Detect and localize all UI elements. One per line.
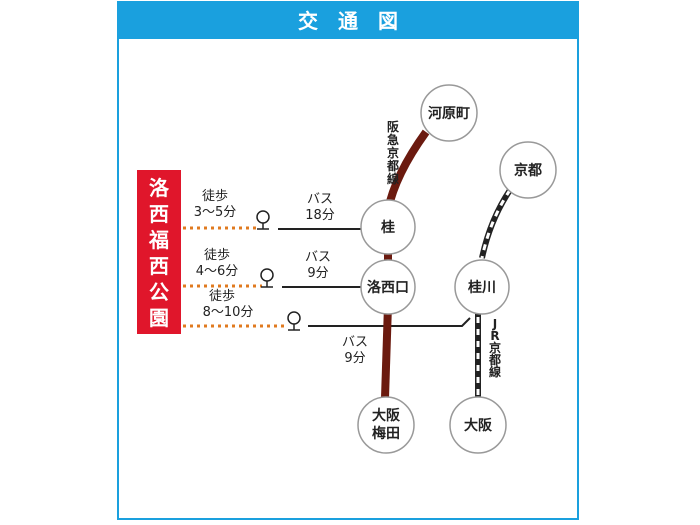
map-frame: 交通図 xyxy=(117,1,579,520)
bus-time: 9分 xyxy=(307,266,328,281)
page-title: 交通図 xyxy=(119,3,577,39)
destination-label: 洛西福西公園 xyxy=(148,176,170,330)
bus-label: バス xyxy=(307,192,333,207)
walk-label: 徒歩 xyxy=(204,248,230,263)
station-kawaramachi[interactable]: 河原町 xyxy=(420,84,478,142)
bus-line-3 xyxy=(308,317,471,327)
bus-stop-icon xyxy=(287,311,301,331)
walk-label: 徒歩 xyxy=(209,289,235,304)
svg-text:京都: 京都 xyxy=(514,162,542,179)
station-osaka[interactable]: 大阪 xyxy=(449,396,507,454)
bus-time: 9分 xyxy=(344,351,365,366)
station-katsuragawa[interactable]: 桂川 xyxy=(454,259,510,315)
walk-time: 8〜10分 xyxy=(203,305,254,320)
jr-line xyxy=(479,188,513,259)
walk-time: 3〜5分 xyxy=(194,205,237,220)
hankyu-line-label: 阪急京都線 xyxy=(386,120,400,186)
walk-time: 4〜6分 xyxy=(196,264,239,279)
bus-label: バス xyxy=(305,250,331,265)
svg-text:梅田: 梅田 xyxy=(372,425,400,442)
svg-text:大阪: 大阪 xyxy=(464,417,493,434)
svg-text:桂: 桂 xyxy=(380,219,395,236)
station-katsura[interactable]: 桂 xyxy=(360,199,416,255)
station-osaka-umeda[interactable]: 大阪 梅田 xyxy=(357,396,415,454)
bus-time: 18分 xyxy=(305,208,335,223)
bus-stop-icon xyxy=(260,268,274,288)
bus-stop-icon xyxy=(256,210,270,230)
bus-label: バス xyxy=(342,335,368,350)
jr-line-dash xyxy=(480,189,512,259)
svg-text:河原町: 河原町 xyxy=(428,105,470,122)
station-rakusaiguchi[interactable]: 洛西口 xyxy=(360,259,416,315)
hankyu-line xyxy=(381,304,392,399)
station-kyoto[interactable]: 京都 xyxy=(499,141,557,199)
walk-label: 徒歩 xyxy=(202,189,228,204)
destination-box xyxy=(137,170,181,334)
svg-text:桂川: 桂川 xyxy=(467,279,496,296)
svg-text:洛西口: 洛西口 xyxy=(367,279,409,296)
svg-text:大阪: 大阪 xyxy=(372,407,401,424)
